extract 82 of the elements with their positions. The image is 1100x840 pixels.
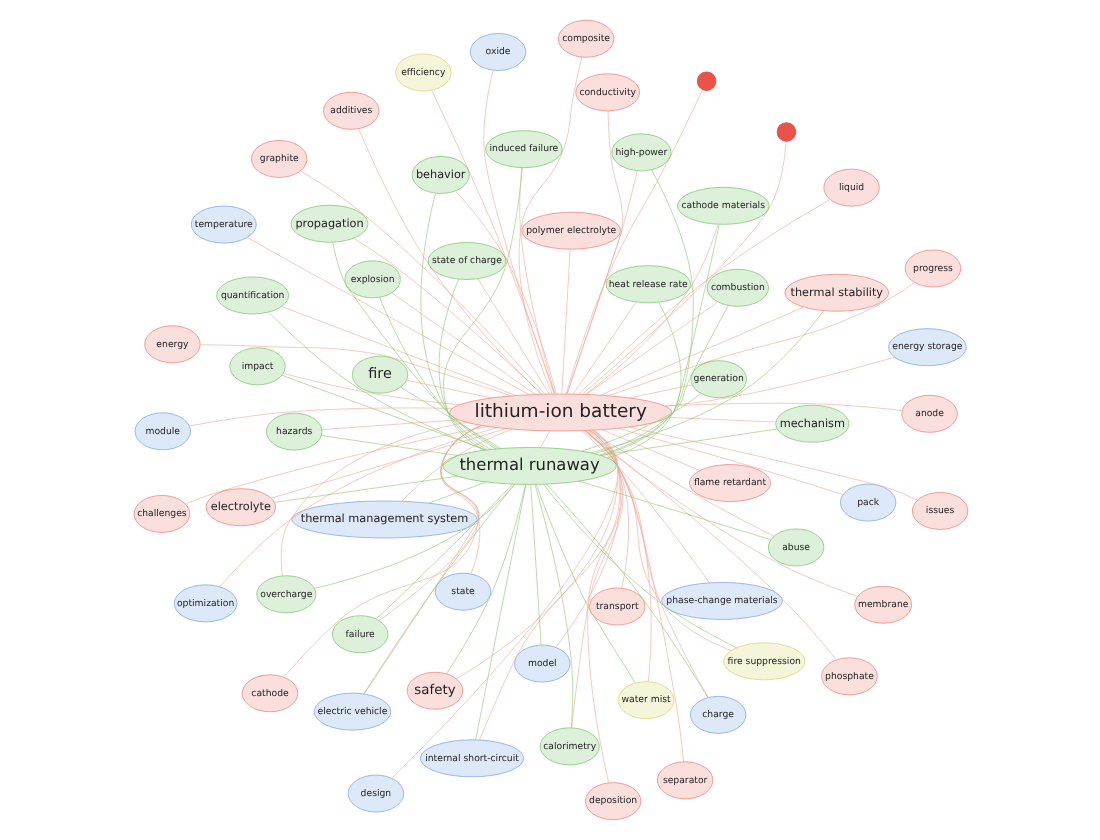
connector bbox=[390, 292, 535, 395]
connector bbox=[534, 484, 635, 684]
connector bbox=[589, 310, 823, 454]
connector bbox=[580, 430, 709, 584]
connector bbox=[478, 430, 620, 741]
connector bbox=[399, 386, 501, 449]
connector bbox=[542, 484, 736, 648]
connector bbox=[584, 430, 708, 698]
connector bbox=[299, 170, 545, 395]
connector bbox=[580, 141, 786, 395]
connector bbox=[267, 312, 485, 451]
connector bbox=[578, 480, 771, 540]
node-circle bbox=[695, 71, 716, 91]
connector bbox=[357, 128, 541, 395]
connector bbox=[437, 278, 487, 450]
connector bbox=[545, 483, 707, 698]
connector bbox=[245, 237, 529, 395]
connector bbox=[455, 429, 617, 679]
connector bbox=[554, 430, 620, 648]
connector bbox=[606, 301, 681, 459]
connector bbox=[663, 402, 902, 411]
connector bbox=[320, 419, 458, 430]
connector bbox=[584, 224, 718, 395]
connector bbox=[533, 484, 573, 729]
connector bbox=[584, 430, 683, 762]
connector bbox=[279, 422, 466, 577]
connector bbox=[419, 193, 490, 450]
connector bbox=[482, 69, 554, 395]
connector bbox=[584, 430, 731, 651]
connector bbox=[628, 384, 692, 399]
connector bbox=[442, 167, 522, 451]
node-ellipse: lithium-ion battery bbox=[448, 393, 672, 432]
connector bbox=[627, 426, 917, 501]
connector bbox=[188, 407, 452, 427]
connector bbox=[331, 241, 498, 449]
connector bbox=[616, 428, 842, 495]
connector bbox=[280, 306, 516, 396]
node-circle bbox=[775, 122, 796, 142]
connector bbox=[585, 301, 718, 395]
connector bbox=[474, 484, 526, 741]
connector bbox=[199, 344, 511, 397]
connector bbox=[529, 484, 541, 646]
connector bbox=[572, 301, 636, 395]
connector bbox=[400, 428, 512, 502]
connector bbox=[282, 373, 459, 406]
connector bbox=[593, 305, 728, 454]
connector bbox=[586, 430, 628, 589]
connector bbox=[445, 484, 525, 675]
connector bbox=[578, 199, 830, 395]
connector bbox=[600, 429, 700, 471]
connector bbox=[570, 430, 623, 729]
connector bbox=[378, 297, 496, 450]
connector bbox=[560, 249, 570, 394]
connector bbox=[362, 483, 514, 694]
connector bbox=[666, 417, 775, 423]
connector bbox=[320, 435, 458, 456]
connector bbox=[599, 428, 776, 456]
connector bbox=[476, 278, 549, 395]
connector bbox=[539, 430, 550, 448]
connector bbox=[565, 170, 637, 395]
connector bbox=[517, 56, 582, 394]
connector bbox=[564, 89, 702, 395]
connector bbox=[598, 224, 719, 456]
connector bbox=[313, 483, 515, 589]
connector bbox=[430, 89, 554, 394]
connector bbox=[580, 393, 701, 452]
connector bbox=[184, 426, 487, 505]
node-ellipse: thermal runaway bbox=[441, 447, 616, 485]
connector bbox=[280, 375, 486, 451]
connector bbox=[587, 430, 774, 537]
connector bbox=[352, 238, 541, 395]
connector bbox=[581, 430, 857, 597]
connector bbox=[405, 379, 491, 399]
connector bbox=[585, 430, 651, 682]
connector bbox=[269, 428, 506, 499]
connector bbox=[218, 427, 497, 588]
connector bbox=[518, 167, 555, 394]
connector bbox=[427, 481, 486, 504]
connector bbox=[273, 475, 457, 503]
connector bbox=[583, 430, 836, 661]
connector bbox=[454, 190, 556, 395]
connector bbox=[375, 484, 512, 620]
